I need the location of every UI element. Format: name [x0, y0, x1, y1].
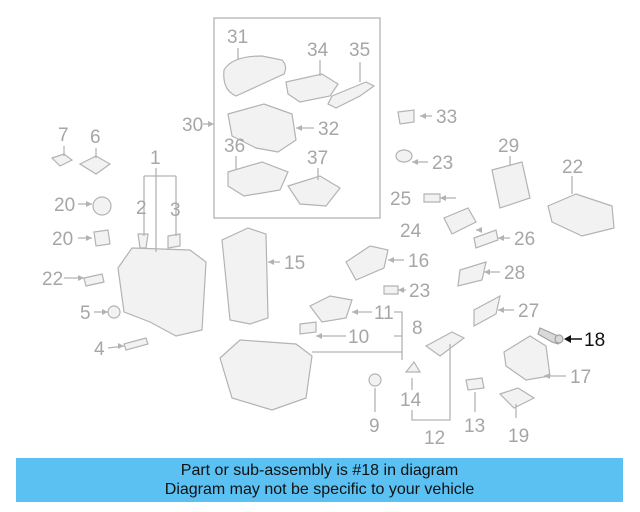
part-18-arrowhead: [564, 335, 571, 343]
callout-14: 14: [400, 390, 422, 411]
callout-labels: 30 31 34 35 32 36 37 7 6 1 20 2 3 20 22 …: [42, 27, 591, 449]
part-7-shape: [50, 153, 74, 167]
callout-3: 3: [170, 200, 181, 221]
part-5-shape: [107, 305, 121, 319]
callout-20: 20: [52, 229, 73, 250]
callout-27: 26: [514, 229, 535, 250]
part-28-shape: [473, 294, 501, 328]
part-37-shape: [227, 161, 289, 197]
part-25-shape: [443, 207, 477, 235]
callout-33: 32: [318, 119, 339, 140]
callout-17: 17: [570, 367, 591, 388]
banner-line-1: Part or sub-assembly is #18 in diagram: [180, 462, 459, 479]
part-23-screw-shape: [383, 285, 399, 295]
part-17-shape: [503, 335, 551, 381]
part-24-shape: [395, 149, 413, 163]
callout-28: 27: [518, 301, 539, 322]
part-15-shape: [221, 227, 269, 325]
callout-23-left: 22: [42, 269, 63, 290]
part-34-shape: [397, 109, 415, 125]
callout-32: 31: [227, 27, 248, 48]
callout-4: 4: [94, 339, 105, 360]
part-2-shape: [137, 233, 149, 249]
part-9-shape: [368, 373, 382, 387]
part-33-shape: [227, 103, 297, 153]
part-27-shape: [473, 229, 499, 249]
callout-30: 29: [498, 136, 519, 157]
part-21-shape: [92, 196, 112, 216]
parts-diagram: 30 31 34 35 32 36 37 7 6 1 20 2 3 20 22 …: [42, 17, 615, 449]
callout-21: 20: [54, 195, 75, 216]
callout-31: 30: [182, 115, 203, 136]
part-1-shape: [117, 247, 207, 337]
part-26-shape: [423, 193, 441, 203]
callout-24: 23: [432, 153, 453, 174]
callout-16: 16: [408, 251, 429, 272]
part-19-shape: [498, 387, 536, 409]
callout-13: 13: [464, 416, 485, 437]
callout-6: 6: [90, 127, 101, 148]
part-11-shape: [309, 295, 353, 323]
callout-1: 1: [150, 148, 161, 169]
part-20-shape: [93, 229, 111, 247]
callout-23-mid: 23: [409, 281, 430, 302]
part-23-bolt-shape: [83, 273, 105, 287]
callout-5: 5: [80, 303, 91, 324]
part-36-shape: [327, 81, 376, 109]
part-3-shape: [167, 233, 181, 249]
callout-15: 15: [284, 253, 305, 274]
part-29-shape: [457, 261, 487, 287]
callout-37: 36: [224, 136, 245, 157]
callout-11: 11: [374, 303, 394, 324]
info-banner: Part or sub-assembly is #18 in diagram D…: [16, 458, 623, 502]
callout-38: 37: [307, 148, 328, 169]
callout-7: 7: [58, 125, 69, 146]
part-22-shape: [547, 193, 615, 237]
part-14-shape: [404, 360, 422, 373]
part-35-shape: [285, 73, 339, 103]
armrest-subassembly-box: [213, 17, 381, 219]
part-18-head-shape: [554, 334, 564, 344]
part-16-shape: [345, 245, 389, 281]
part-10-shape: [299, 321, 317, 335]
part-32-shape: [223, 55, 287, 97]
callout-26: 25: [390, 189, 411, 210]
part-30-shape: [491, 161, 531, 209]
part-38-shape: [287, 175, 341, 207]
part-4-shape: [123, 337, 149, 351]
callout-35: 34: [307, 40, 329, 61]
arrowheads: [78, 113, 550, 379]
part-8-shape: [219, 339, 313, 411]
callout-18-highlighted: 18: [584, 330, 605, 351]
callout-34: 33: [436, 107, 457, 128]
callout-25: 24: [400, 221, 422, 242]
callout-2: 2: [136, 198, 147, 219]
part-12-shape: [424, 331, 466, 357]
callout-10: 10: [348, 327, 369, 348]
callout-22: 22: [562, 157, 583, 178]
callout-19: 19: [508, 426, 529, 447]
callout-36: 35: [349, 40, 370, 61]
banner-line-2: Diagram may not be specific to your vehi…: [164, 481, 475, 498]
part-6-shape: [78, 155, 112, 175]
part-13-shape: [465, 377, 485, 391]
callout-29: 28: [504, 263, 525, 284]
callout-9: 9: [369, 416, 380, 437]
callout-8: 8: [412, 318, 423, 339]
callout-12: 12: [424, 428, 445, 449]
